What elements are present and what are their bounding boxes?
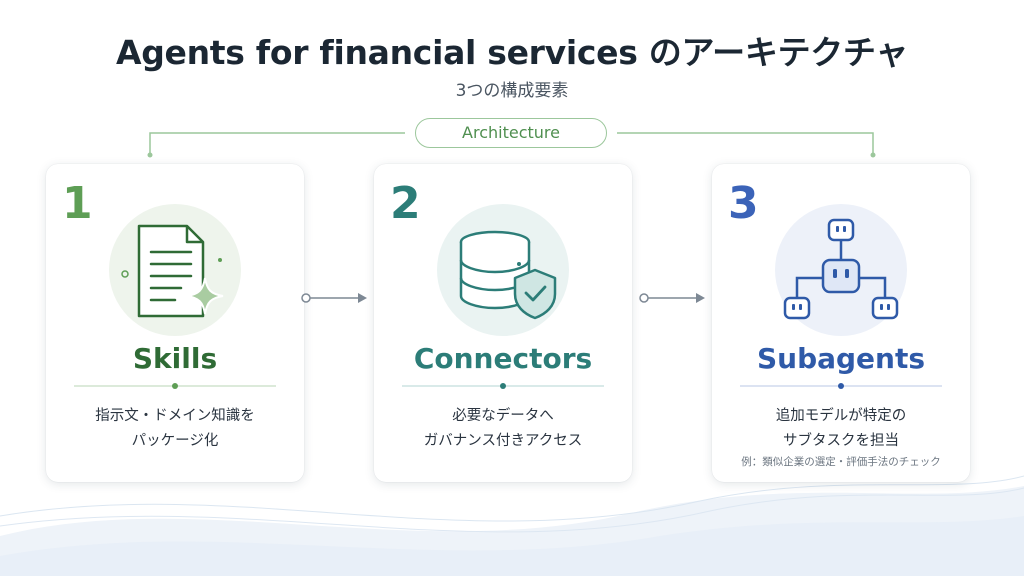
card-title: Connectors [413,342,593,375]
card-number: 2 [390,178,421,229]
card-number: 1 [62,178,93,229]
card-title: Subagents [756,342,926,375]
architecture-label: Architecture [415,118,607,148]
card-connectors: 2 Connectors 必要なデータへ ガバナンス付きアクセス [374,164,632,482]
description-line: サブタスクを担当 [783,433,899,449]
agent-tree-icon [771,200,911,340]
flow-arrow [639,293,705,303]
database-shield-icon [433,200,573,340]
description-line: ガバナンス付きアクセス [423,433,583,449]
page-title: Agents for financial services のアーキテクチャ [115,33,909,72]
card-number: 3 [728,178,759,229]
card-divider [402,383,604,389]
page-subtitle: 3つの構成要素 [455,81,569,101]
card-divider [740,383,942,389]
description-line: パッケージ化 [131,433,219,449]
description-line: 必要なデータへ [452,408,554,424]
flow-arrow [301,293,367,303]
description-line: 追加モデルが特定の [775,408,907,424]
description-line: 指示文・ドメイン知識を [95,408,255,424]
card-title: Skills [132,342,218,375]
card-description: 必要なデータへ ガバナンス付きアクセス [374,404,632,454]
card-divider [74,383,276,389]
card-description: 追加モデルが特定の サブタスクを担当 [712,404,970,454]
card-skills: 1 Skills 指示文・ドメイン知識を パッケージ化 [46,164,304,482]
architecture-bracket [147,132,876,158]
card-example: 例：類似企業の選定・評価手法のチェック [741,456,941,468]
card-description: 指示文・ドメイン知識を パッケージ化 [46,404,304,454]
card-subagents: 3 Subagents [712,164,970,482]
background-waves [0,475,1024,576]
document-sparkle-icon [105,200,245,340]
